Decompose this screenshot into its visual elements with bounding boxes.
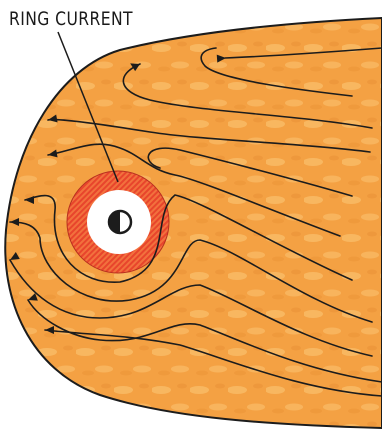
earth-icon — [109, 211, 131, 233]
magnetosphere-body — [5, 18, 382, 428]
ring-current-label: RING CURRENT — [9, 8, 133, 30]
